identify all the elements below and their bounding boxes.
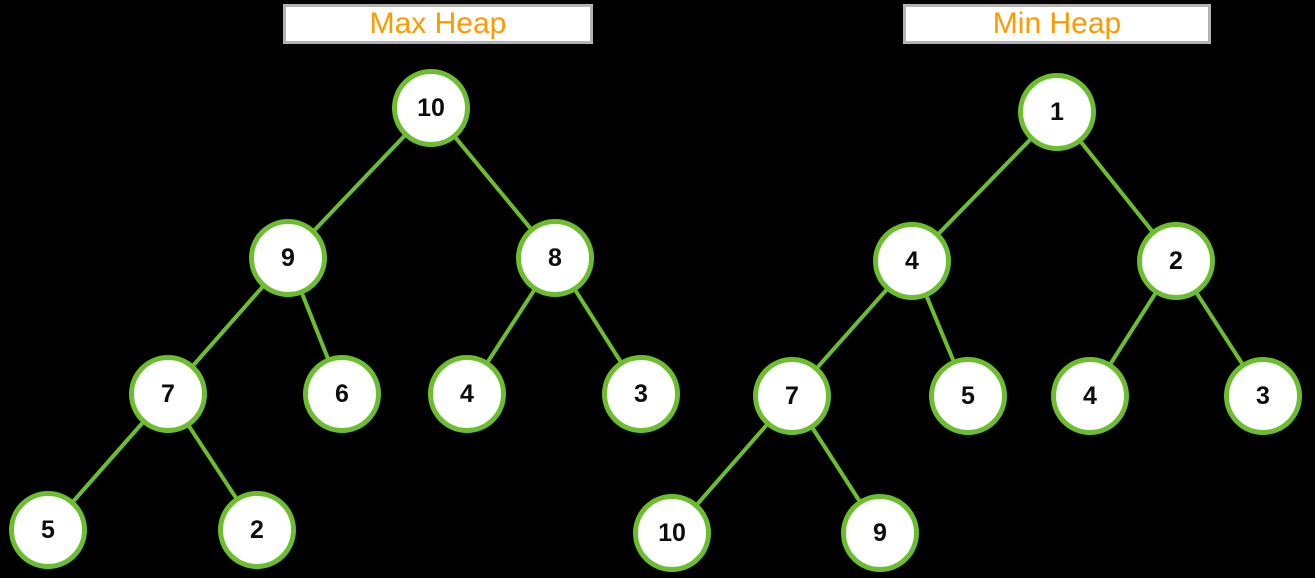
- tree-node-value: 3: [634, 379, 648, 408]
- tree-node[interactable]: 5: [929, 357, 1007, 435]
- heap-label-text: Min Heap: [992, 7, 1122, 40]
- tree-node[interactable]: 1: [1018, 73, 1096, 151]
- tree-node[interactable]: 6: [303, 355, 381, 433]
- tree-node[interactable]: 3: [602, 355, 680, 433]
- tree-node-value: 8: [548, 243, 562, 272]
- tree-edge: [72, 421, 144, 503]
- tree-edge: [313, 134, 406, 232]
- tree-node-value: 6: [335, 379, 349, 408]
- tree-node[interactable]: 8: [516, 219, 594, 297]
- tree-node-value: 2: [1169, 246, 1183, 275]
- tree-node[interactable]: 10: [633, 494, 711, 572]
- tree-node[interactable]: 2: [1137, 222, 1215, 300]
- tree-node-value: 4: [1083, 381, 1097, 410]
- tree-edge: [486, 289, 536, 363]
- tree-edge: [937, 138, 1032, 235]
- tree-edge: [696, 423, 768, 506]
- tree-node-value: 5: [41, 515, 55, 544]
- tree-node-value: 2: [250, 515, 264, 544]
- tree-node-value: 9: [873, 518, 887, 547]
- tree-node-value: 4: [460, 379, 474, 408]
- tree-node[interactable]: 3: [1224, 357, 1302, 435]
- tree-edge: [300, 292, 330, 360]
- tree-edge: [1079, 140, 1154, 233]
- tree-node[interactable]: 4: [873, 222, 951, 300]
- tree-node[interactable]: 10: [392, 69, 470, 147]
- tree-edge: [811, 427, 861, 502]
- tree-node[interactable]: 9: [249, 219, 327, 297]
- tree-edge: [192, 285, 264, 367]
- tree-edge: [1195, 292, 1244, 365]
- tree-node[interactable]: 5: [9, 491, 87, 569]
- tree-edge: [925, 295, 955, 362]
- tree-node-value: 7: [785, 381, 799, 410]
- tree-node-value: 4: [905, 246, 919, 275]
- tree-node[interactable]: 4: [428, 355, 506, 433]
- tree-node-value: 5: [961, 381, 975, 410]
- tree-node[interactable]: 2: [218, 491, 296, 569]
- tree-node-value: 7: [161, 379, 175, 408]
- tree-node[interactable]: 9: [841, 494, 919, 572]
- tree-node[interactable]: 7: [129, 355, 207, 433]
- tree-edge: [1109, 292, 1157, 365]
- tree-node-value: 10: [417, 93, 445, 122]
- tree-node-value: 1: [1050, 97, 1064, 126]
- tree-node-value: 3: [1256, 381, 1270, 410]
- tree-edge: [816, 288, 888, 369]
- tree-node[interactable]: 4: [1051, 357, 1129, 435]
- heap-label-text: Max Heap: [369, 7, 507, 40]
- tree-edge: [187, 425, 238, 499]
- heap-label-max-heap: Max Heap: [283, 4, 593, 44]
- tree-edge: [454, 136, 532, 230]
- tree-edge: [574, 289, 622, 363]
- tree-node-value: 9: [281, 243, 295, 272]
- heap-label-min-heap: Min Heap: [903, 4, 1211, 44]
- tree-node-value: 10: [658, 518, 686, 547]
- tree-node[interactable]: 7: [753, 357, 831, 435]
